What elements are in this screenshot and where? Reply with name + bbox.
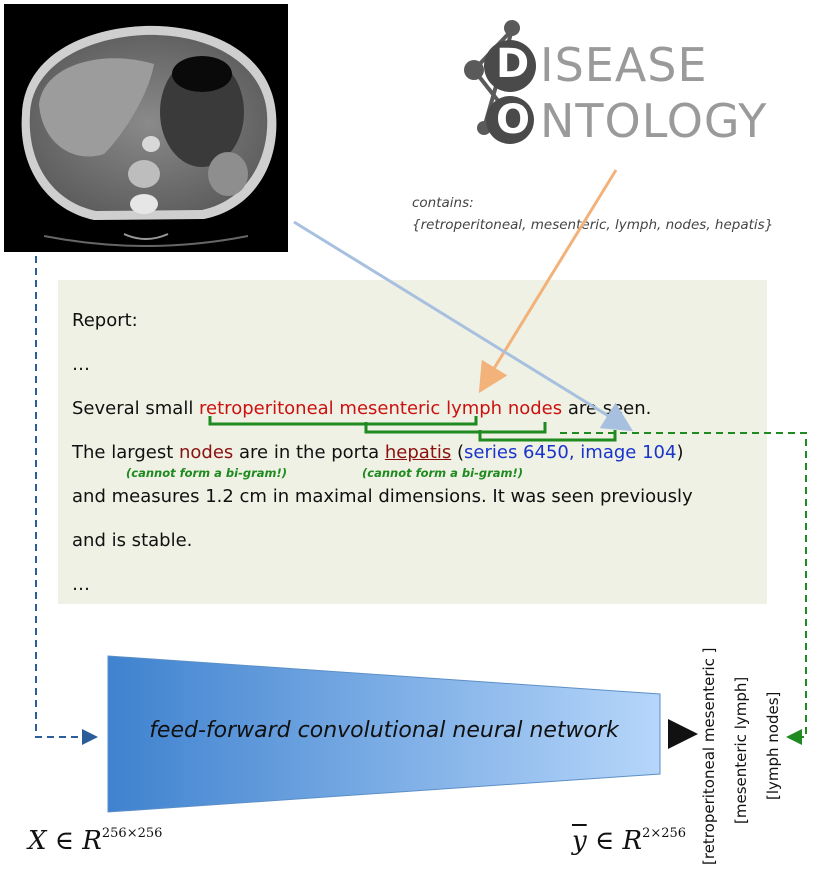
no-bigram-note-1: (cannot form a bi-gram!) [126,466,288,480]
logo-letter-d: D [496,41,531,87]
bigram-brackets [208,416,617,442]
contains-terms: {retroperitoneal, mesenteric, lymph, nod… [412,217,774,233]
term-nodes-2: nodes [178,442,234,463]
term-hepatis: hepatis [384,442,452,463]
output-dim: 2×256 [642,826,687,841]
term-retroperitoneal: retroperitoneal [199,398,334,419]
report-ellipsis-top: … [72,354,90,375]
image-dashed-route [35,256,98,745]
paren-open: ( [451,442,465,463]
report-sentence-4: and is stable. [72,530,193,551]
report-sentence-3: and measures 1.2 cm in maximal dimension… [72,486,693,507]
input-var: X [28,826,47,856]
logo-word-ontology: NTOLOGY [540,94,768,148]
input-space-label: X ∈ R256×256 [28,826,162,856]
term-lymph: lymph [446,398,503,419]
cnn-trapezoid [107,655,661,813]
series-image-reference: series 6450, image 104 [464,442,677,463]
output-in: ∈ R [586,826,643,856]
ontology-graph-icon [464,20,536,144]
report-heading: Report: [72,310,138,331]
image-arrow [293,220,634,432]
ontology-contains-note: contains: {retroperitoneal, mesenteric, … [412,192,773,236]
term-nodes: nodes [507,398,563,419]
contains-label: contains: [412,195,474,211]
report-sentence-2: The largest nodes are in the porta hepat… [72,442,683,463]
logo-letter-o: O [496,97,532,143]
sentence-2-mid: are in the porta [233,442,385,463]
paren-close: ) [676,442,684,463]
term-mesenteric: mesenteric [339,398,441,419]
output-var: y [572,826,587,856]
report-ellipsis-bottom: … [72,574,90,595]
logo-word-disease: ISEASE [540,38,708,92]
input-in: ∈ R [46,826,102,856]
output-space-label: y ∈ R2×256 [572,826,686,856]
no-bigram-note-2: (cannot form a bi-gram!) [362,466,524,480]
input-dim: 256×256 [101,826,163,841]
radiology-report-box: Report: … Several small retroperitoneal … [58,280,767,604]
sentence-1-prefix: Several small [72,398,200,419]
ct-scan-image [4,4,288,252]
label-dashed-route [560,432,807,745]
ontology-arrow [478,169,618,394]
cnn-label: feed-forward convolutional neural networ… [149,718,619,743]
sentence-2-prefix: The largest [72,442,179,463]
disease-ontology-logo: D O ISEASE NTOLOGY [462,16,802,156]
